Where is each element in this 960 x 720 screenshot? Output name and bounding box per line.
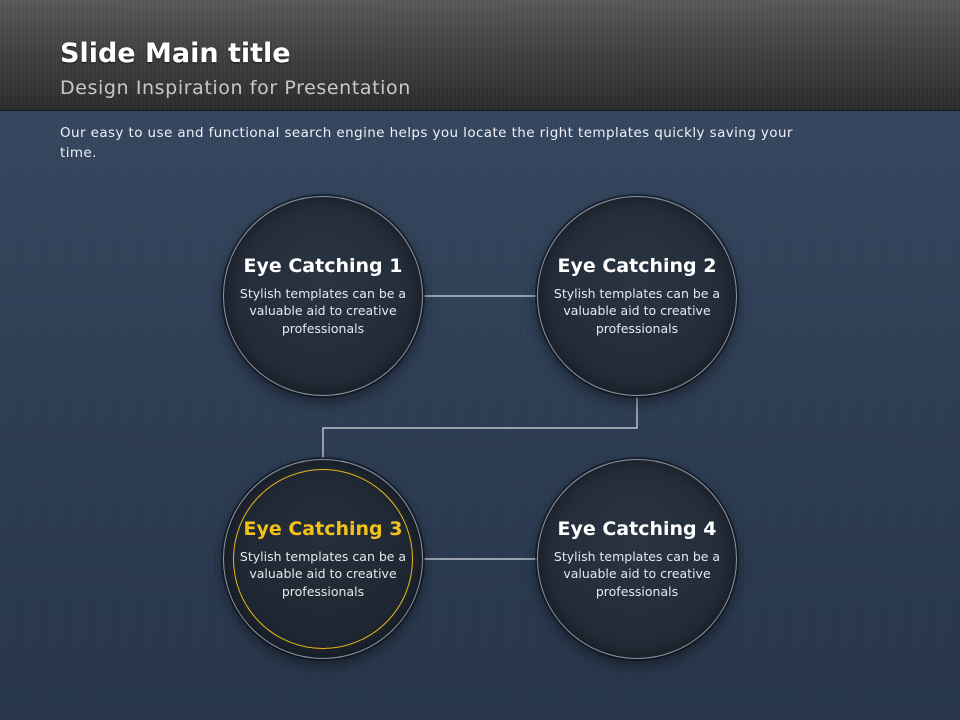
slide-description: Our easy to use and functional search en… <box>60 125 793 161</box>
slide-subtitle: Design Inspiration for Presentation <box>60 77 411 99</box>
circle-eye-catching-1: Eye Catching 1 Stylish templates can be … <box>223 196 423 396</box>
circle-eye-catching-3: Eye Catching 3 Stylish templates can be … <box>223 459 423 659</box>
circle-text: Stylish templates can be a valuable aid … <box>553 285 721 336</box>
circle-eye-catching-4: Eye Catching 4 Stylish templates can be … <box>537 459 737 659</box>
circle-text: Stylish templates can be a valuable aid … <box>239 548 407 599</box>
circle-text: Stylish templates can be a valuable aid … <box>553 548 721 599</box>
slide-title: Slide Main title <box>60 38 291 69</box>
circle-title: Eye Catching 4 <box>557 517 717 540</box>
circle-eye-catching-2: Eye Catching 2 Stylish templates can be … <box>537 196 737 396</box>
circle-title: Eye Catching 1 <box>243 254 403 277</box>
circle-title: Eye Catching 2 <box>557 254 717 277</box>
circle-text: Stylish templates can be a valuable aid … <box>239 285 407 336</box>
circle-title: Eye Catching 3 <box>243 517 403 540</box>
slide-header <box>0 0 960 111</box>
slide-body <box>0 111 960 720</box>
connector-2-3 <box>322 397 638 458</box>
